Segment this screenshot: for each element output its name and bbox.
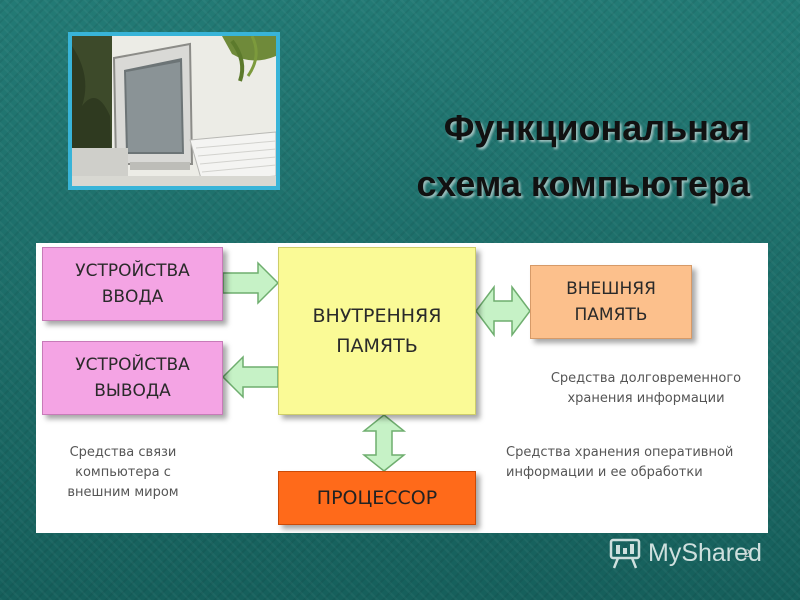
internal-memory-label: ВНУТРЕННЯЯ ПАМЯТЬ xyxy=(312,305,442,357)
memory-exchange-arrow xyxy=(475,284,531,338)
presentation-board-icon xyxy=(609,538,641,569)
operational-storage-caption: Средства хранения оперативной информации… xyxy=(506,443,756,483)
communication-caption: Средства связи компьютера с внешним миро… xyxy=(48,443,198,503)
processor-exchange-arrow xyxy=(361,414,407,472)
input-devices-label: УСТРОЙСТВА ВВОДА xyxy=(75,261,190,307)
input-devices-box: УСТРОЙСТВА ВВОДА xyxy=(42,247,223,321)
slide-title: Функциональная схема компьютера xyxy=(417,100,750,212)
processor-box: ПРОЦЕССОР xyxy=(278,471,476,525)
input-arrow xyxy=(222,261,280,305)
myshared-logo: MyShared xyxy=(608,536,762,570)
processor-label: ПРОЦЕССОР xyxy=(316,487,438,509)
internal-memory-box: ВНУТРЕННЯЯ ПАМЯТЬ xyxy=(278,247,476,415)
operational-storage-text: Средства хранения оперативной информации… xyxy=(506,445,734,480)
computer-photo xyxy=(68,32,280,190)
myshared-brand: MyShared xyxy=(648,538,762,567)
slide-title-line-1: Функциональная xyxy=(443,107,750,148)
communication-text: Средства связи компьютера с внешним миро… xyxy=(67,445,179,500)
long-term-storage-caption: Средства долговременного хранения информ… xyxy=(526,369,766,409)
output-arrow xyxy=(221,355,279,399)
output-devices-label: УСТРОЙСТВА ВЫВОДА xyxy=(75,355,190,401)
output-devices-box: УСТРОЙСТВА ВЫВОДА xyxy=(42,341,223,415)
computer-monitor-image xyxy=(72,36,276,186)
external-memory-box: ВНЕШНЯЯ ПАМЯТЬ xyxy=(530,265,692,339)
long-term-storage-text: Средства долговременного хранения информ… xyxy=(550,371,742,406)
functional-diagram: УСТРОЙСТВА ВВОДА УСТРОЙСТВА ВЫВОДА ВНУТР… xyxy=(36,243,768,533)
external-memory-label: ВНЕШНЯЯ ПАМЯТЬ xyxy=(566,279,656,325)
slide-number: 2 xyxy=(744,548,751,560)
slide-title-line-2: схема компьютера xyxy=(416,163,750,204)
